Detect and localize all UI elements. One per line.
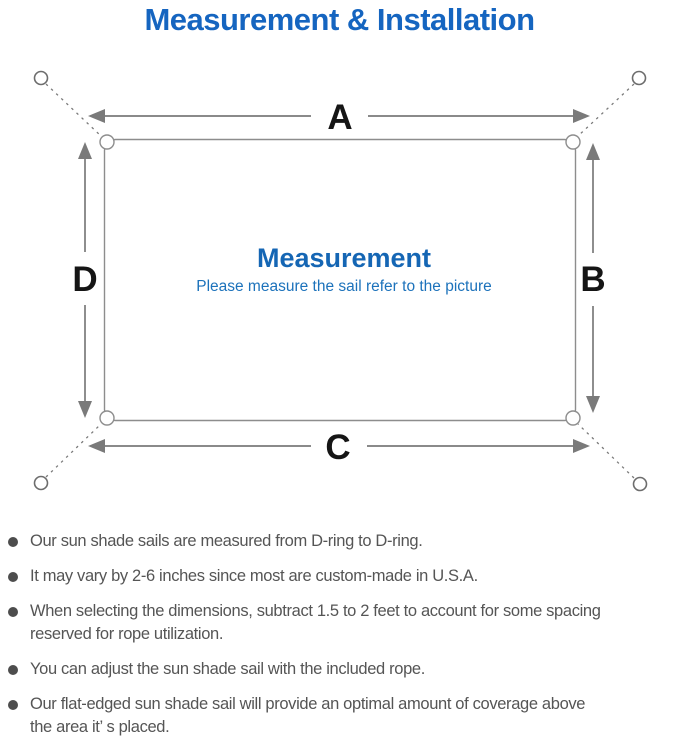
bullet-icon: [8, 665, 18, 675]
arrowhead-b-up-icon: [586, 143, 600, 160]
note-text: Our sun shade sails are measured from D-…: [30, 532, 423, 550]
d-ring-top-right-icon: [565, 134, 581, 150]
list-item: Our flat-edged sun shade sail will provi…: [8, 693, 679, 739]
anchor-ring-bottom-left-icon: [33, 475, 49, 491]
note-text: When selecting the dimensions, subtract …: [30, 602, 601, 620]
anchor-ring-top-left-icon: [33, 70, 49, 86]
arrowhead-a-left-icon: [88, 109, 105, 123]
guy-rope-lines: [45, 83, 635, 479]
list-item: Our sun shade sails are measured from D-…: [8, 530, 679, 553]
guy-rope-bottom-right: [577, 423, 635, 479]
guy-rope-top-left: [45, 83, 102, 137]
guy-rope-bottom-left: [45, 423, 102, 478]
note-text: It may vary by 2-6 inches since most are…: [30, 567, 478, 585]
list-item: You can adjust the sun shade sail with t…: [8, 658, 679, 681]
sail-outline: [103, 138, 577, 422]
page-title: Measurement & Installation: [144, 2, 535, 37]
diagram-center-title: Measurement: [257, 243, 431, 273]
anchor-rings: [33, 70, 648, 492]
anchor-ring-bottom-right-icon: [632, 476, 648, 492]
bullet-icon: [8, 537, 18, 547]
dimension-label-d: D: [72, 260, 97, 299]
arrowhead-b-down-icon: [586, 396, 600, 413]
list-item: When selecting the dimensions, subtract …: [8, 600, 679, 646]
d-ring-top-left-icon: [99, 134, 115, 150]
sail-measurement-diagram: A B C D Measurement Please measure the s…: [33, 70, 648, 492]
note-text: Our flat-edged sun shade sail will provi…: [30, 695, 586, 713]
guy-rope-top-right: [577, 83, 635, 137]
dimension-label-c: C: [325, 428, 350, 467]
anchor-ring-top-right-icon: [631, 70, 647, 86]
bullet-icon: [8, 572, 18, 582]
measurement-arrows: [84, 115, 594, 447]
list-item: It may vary by 2-6 inches since most are…: [8, 565, 679, 588]
dimension-label-b: B: [580, 260, 605, 299]
arrowhead-d-up-icon: [78, 142, 92, 159]
dimension-labels: A B C D: [72, 98, 605, 467]
arrowhead-d-down-icon: [78, 401, 92, 418]
bullet-icon: [8, 607, 18, 617]
arrowhead-c-right-icon: [573, 439, 590, 453]
diagram-center-subtitle: Please measure the sail refer to the pic…: [196, 278, 492, 295]
bullet-icon: [8, 700, 18, 710]
note-text: reserved for rope utilization.: [30, 625, 224, 643]
arrowhead-c-left-icon: [88, 439, 105, 453]
corner-d-rings: [99, 134, 581, 426]
dimension-label-a: A: [327, 98, 352, 137]
arrowhead-a-right-icon: [573, 109, 590, 123]
notes-list: Our sun shade sails are measured from D-…: [0, 530, 679, 739]
d-ring-bottom-right-icon: [565, 410, 581, 426]
arrowheads: [78, 109, 600, 453]
note-text: the area it’ s placed.: [30, 718, 170, 736]
d-ring-bottom-left-icon: [99, 410, 115, 426]
note-text: You can adjust the sun shade sail with t…: [30, 660, 425, 678]
